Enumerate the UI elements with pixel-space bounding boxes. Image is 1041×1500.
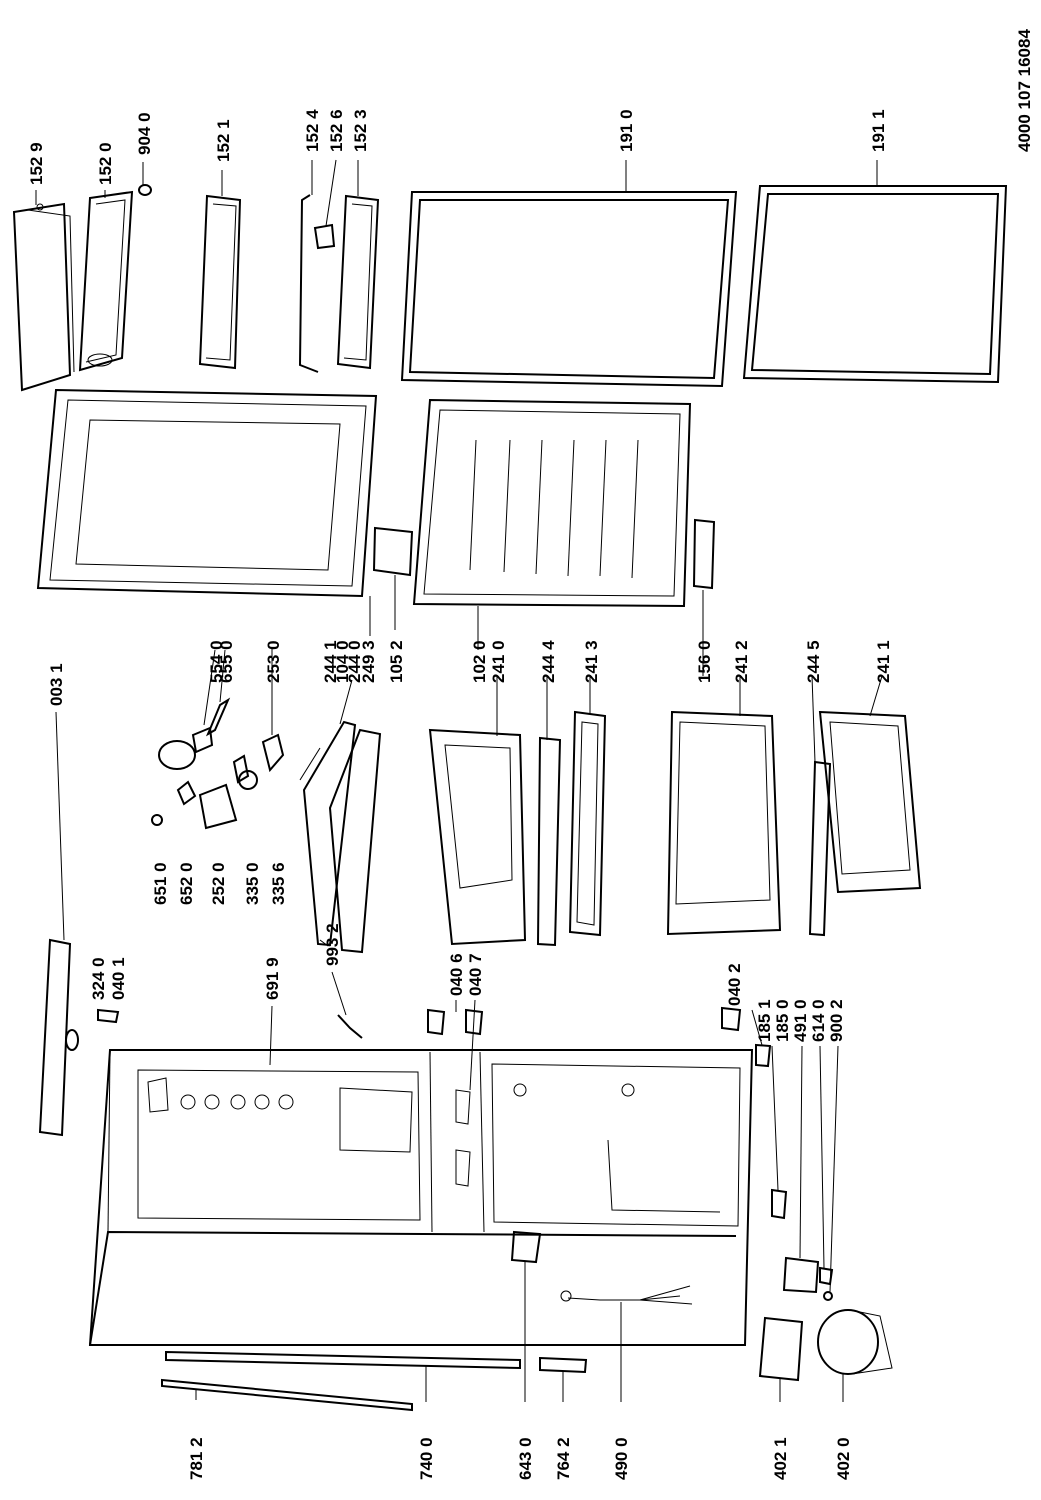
part-door-1020 bbox=[412, 398, 692, 608]
label-2411: 241 1 bbox=[874, 640, 893, 683]
part-1560 bbox=[692, 518, 716, 590]
label-0031: 003 1 bbox=[47, 663, 66, 706]
label-9002: 900 2 bbox=[827, 999, 846, 1042]
label-5540: 554 0 bbox=[207, 640, 226, 683]
label-4910: 491 0 bbox=[791, 999, 810, 1042]
part-drawer-2410 bbox=[428, 728, 527, 946]
label-2444: 244 4 bbox=[539, 640, 558, 683]
part-6430 bbox=[510, 1230, 542, 1264]
label-7400: 740 0 bbox=[417, 1437, 436, 1480]
part-3240 bbox=[65, 1029, 79, 1051]
label-2413: 241 3 bbox=[582, 640, 601, 683]
label-4020: 402 0 bbox=[834, 1437, 853, 1480]
part-crisper-2412 bbox=[666, 710, 782, 936]
label-2530: 253 0 bbox=[264, 640, 283, 683]
document-number: 4000 107 16084 bbox=[1015, 29, 1034, 152]
label-1560: 156 0 bbox=[695, 640, 714, 683]
part-7642 bbox=[539, 1356, 588, 1374]
label-0401: 040 1 bbox=[109, 957, 128, 1000]
label-4900: 490 0 bbox=[612, 1437, 631, 1480]
part-thermostat-group bbox=[151, 697, 285, 830]
label-6510: 651 0 bbox=[151, 862, 170, 905]
label-4021: 402 1 bbox=[771, 1437, 790, 1480]
part-relay-4910 bbox=[782, 1256, 820, 1294]
part-1052 bbox=[372, 526, 414, 577]
label-1521: 152 1 bbox=[214, 119, 233, 162]
part-0401 bbox=[97, 1008, 120, 1024]
label-1020: 102 0 bbox=[470, 640, 489, 683]
label-2412: 241 2 bbox=[732, 640, 751, 683]
part-glass-shelves-2441-2440 bbox=[302, 720, 382, 954]
label-6140: 614 0 bbox=[809, 999, 828, 1042]
part-glass-2444 bbox=[536, 736, 562, 947]
label-0402: 040 2 bbox=[725, 963, 744, 1006]
label-6550: 655 0 bbox=[217, 640, 236, 683]
part-cover-1529 bbox=[12, 202, 75, 392]
leader-lines bbox=[35, 159, 883, 1402]
part-compressor-4020 bbox=[817, 1309, 893, 1375]
label-7642: 764 2 bbox=[554, 1437, 573, 1480]
part-shelf-1523 bbox=[336, 194, 380, 370]
label-1910: 191 0 bbox=[617, 109, 636, 152]
part-door-1040 bbox=[36, 388, 378, 598]
part-shelf-1521 bbox=[198, 194, 242, 370]
label-0406: 040 6 bbox=[447, 953, 466, 996]
part-top-0031 bbox=[38, 938, 72, 1137]
label-9932: 993 2 bbox=[323, 923, 342, 966]
label-2440: 244 0 bbox=[345, 640, 364, 683]
parts-illustration bbox=[12, 184, 1008, 1412]
part-drawer-2413 bbox=[568, 710, 607, 937]
part-0407 bbox=[465, 1008, 484, 1036]
label-1523: 152 3 bbox=[351, 109, 370, 152]
part-1850 bbox=[771, 1188, 788, 1220]
label-1529: 152 9 bbox=[27, 142, 46, 185]
label-1911: 191 1 bbox=[869, 109, 888, 152]
label-2410: 241 0 bbox=[489, 640, 508, 683]
part-clip-1526 bbox=[313, 223, 336, 250]
label-2493: 249 3 bbox=[359, 640, 378, 683]
part-9040 bbox=[138, 184, 152, 196]
part-cable-4900 bbox=[560, 1285, 693, 1305]
label-3240: 324 0 bbox=[89, 957, 108, 1000]
part-1851 bbox=[755, 1043, 772, 1068]
part-crisper-2411 bbox=[818, 710, 922, 894]
part-9002 bbox=[823, 1291, 833, 1301]
label-7812: 781 2 bbox=[187, 1437, 206, 1480]
part-cabinet bbox=[88, 1049, 754, 1346]
label-6520: 652 0 bbox=[177, 862, 196, 905]
label-0407: 040 7 bbox=[466, 953, 485, 996]
label-2441: 244 1 bbox=[321, 640, 340, 683]
part-rail-7812 bbox=[161, 1378, 413, 1412]
label-1052: 105 2 bbox=[387, 640, 406, 683]
part-wire-1524 bbox=[298, 194, 319, 373]
label-1850: 185 0 bbox=[773, 999, 792, 1042]
label-1526: 152 6 bbox=[327, 109, 346, 152]
part-0406 bbox=[427, 1008, 446, 1036]
label-1040: 104 0 bbox=[333, 640, 352, 683]
label-9040: 904 0 bbox=[135, 112, 154, 155]
part-gasket-1911 bbox=[742, 185, 1008, 384]
label-3350: 335 0 bbox=[243, 862, 262, 905]
part-9932 bbox=[337, 1014, 363, 1039]
label-6430: 643 0 bbox=[516, 1437, 535, 1480]
label-2520: 252 0 bbox=[209, 862, 228, 905]
label-1520: 152 0 bbox=[96, 142, 115, 185]
label-6919: 691 9 bbox=[263, 957, 282, 1000]
part-shelf-1520 bbox=[78, 190, 134, 372]
part-gasket-1910 bbox=[400, 191, 738, 388]
label-1524: 152 4 bbox=[303, 109, 322, 152]
label-1851: 185 1 bbox=[755, 999, 774, 1042]
part-4021 bbox=[758, 1316, 804, 1382]
part-0402 bbox=[721, 1006, 742, 1032]
label-3356: 335 6 bbox=[269, 862, 288, 905]
label-2445: 244 5 bbox=[804, 640, 823, 683]
part-labels: 152 9 152 0 904 0 152 1 152 4 152 6 152 … bbox=[27, 29, 1034, 1480]
part-rail-7400 bbox=[165, 1350, 521, 1370]
